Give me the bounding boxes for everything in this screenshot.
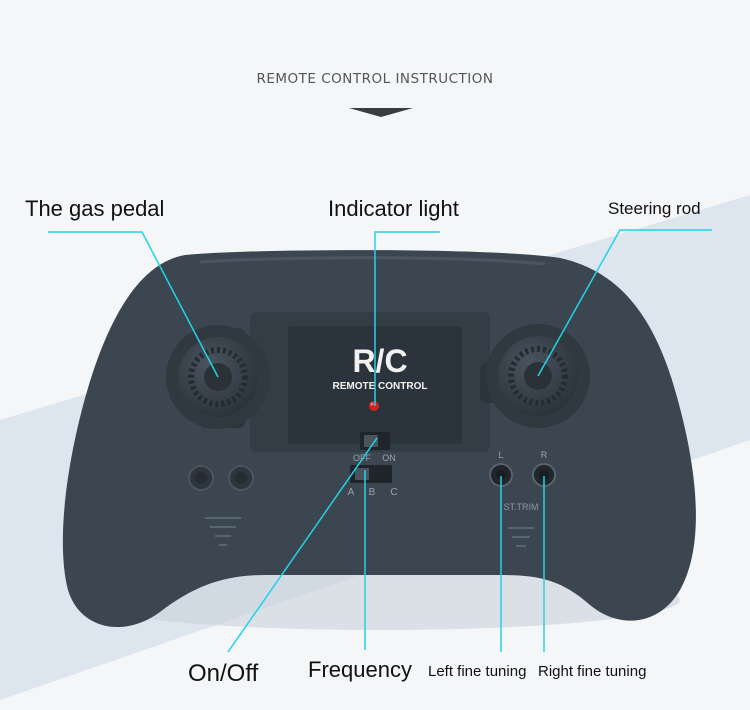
right-grille (508, 527, 534, 547)
heading-notch (349, 108, 413, 117)
freq-b-label: B (369, 487, 376, 498)
freq-a-label: A (348, 487, 355, 498)
indicator-light-label: Indicator light (328, 196, 459, 221)
frequency-label: Frequency (308, 657, 412, 682)
rc-logo: R/C (352, 343, 407, 379)
left-buttons[interactable] (188, 465, 254, 491)
switch-on-label: ON (382, 453, 396, 463)
trim-label: ST.TRIM (504, 502, 539, 512)
on-off-label: On/Off (188, 660, 259, 687)
indicator-led (369, 401, 379, 411)
right-fine-tuning-label: Right fine tuning (538, 663, 647, 680)
right-trim-button[interactable] (532, 463, 556, 487)
trim-right-label: R (541, 450, 548, 460)
steering-rod-label: Steering rod (608, 199, 701, 218)
freq-c-label: C (390, 487, 397, 498)
trim-left-label: L (498, 450, 503, 460)
callout-lines (48, 229, 712, 653)
left-fine-tuning-label: Left fine tuning (428, 663, 527, 680)
gas-pedal-label: The gas pedal (25, 196, 165, 221)
rc-logo-subtitle: REMOTE CONTROL (333, 381, 428, 392)
left-grille (205, 517, 241, 546)
page-heading: REMOTE CONTROL INSTRUCTION (256, 71, 494, 87)
